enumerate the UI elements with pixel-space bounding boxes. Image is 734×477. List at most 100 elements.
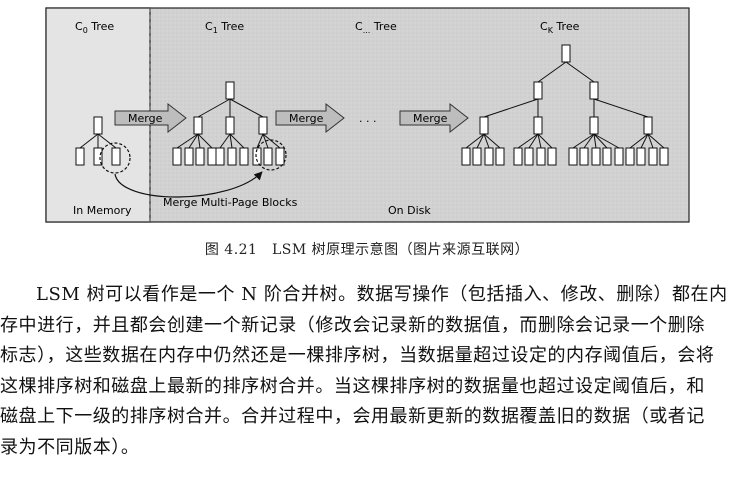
tree-leaf: [472, 147, 482, 166]
tree-leaf: [513, 147, 523, 166]
tree-leaf: [495, 147, 505, 166]
tree-edge: [197, 98, 231, 118]
tree-node: [225, 116, 235, 135]
tree-leaf: [536, 147, 546, 166]
svg-text:Merge: Merge: [413, 112, 448, 125]
merge-arrow-1: Merge: [114, 102, 187, 134]
c0-selected-blocks-circle: [99, 142, 131, 174]
tree-leaf: [591, 147, 601, 166]
tree-leaf: [93, 147, 103, 166]
tree-edge: [79, 133, 99, 149]
tree-leaf: [524, 147, 534, 166]
tree-edge: [229, 133, 233, 149]
tree-edge: [483, 133, 501, 149]
tree-leaf: [602, 147, 612, 166]
tree-leaf: [636, 147, 646, 166]
tree-edge: [572, 133, 595, 149]
tree-leaf: [275, 147, 285, 166]
tree-edge: [197, 133, 201, 149]
tree-leaf: [75, 147, 85, 166]
tree-node: [589, 116, 599, 135]
tree-leaf: [625, 147, 635, 166]
tree-leaf: [215, 147, 225, 166]
in-memory-label: In Memory: [73, 204, 132, 217]
tree-edge: [629, 133, 649, 149]
tree-node: [93, 116, 103, 135]
tree-leaf: [461, 147, 471, 166]
cdots-tree-label: C... Tree: [355, 20, 397, 35]
tree-leaf: [547, 147, 557, 166]
tree-node: [533, 116, 543, 135]
paragraph-line: LSM 树可以看作是一个 N 阶合并树。数据写操作（包括插入、修改、删除）都在内: [36, 284, 728, 305]
tree-edge: [537, 133, 553, 149]
tree-edge: [647, 133, 665, 149]
merge-arrow-3: Merge: [399, 102, 469, 134]
c0-tree-label: C0 Tree: [75, 20, 114, 35]
tree-edge: [593, 133, 608, 149]
tree-edge: [262, 133, 281, 149]
tree-edge: [229, 133, 245, 149]
tree-edge: [537, 133, 542, 149]
tree-edge: [593, 98, 649, 118]
c1-tree-label: C1 Tree: [205, 20, 244, 35]
tree-leaf: [263, 147, 273, 166]
c1-selected-blocks-circle: [255, 139, 287, 171]
svg-text:Merge: Merge: [289, 112, 324, 125]
tree-edge: [176, 133, 199, 149]
body-paragraph: LSM 树可以看作是一个 N 阶合并树。数据写操作（包括插入、修改、删除）都在内…: [0, 280, 734, 463]
tree-leaf: [252, 147, 262, 166]
ck-tree-label: CK Tree: [540, 20, 580, 35]
tree-edge: [647, 133, 654, 149]
tree-edge: [476, 133, 485, 149]
tree-node: [589, 81, 599, 100]
tree-edge: [593, 133, 597, 149]
tree-leaf: [484, 147, 494, 166]
tree-edge: [97, 133, 117, 149]
paragraph-line: 这棵排序树和磁盘上最新的排序树合并。当这棵排序树的数据量也超过设定阈值后，和: [0, 375, 705, 397]
merge-blocks-label: Merge Multi-Page Blocks: [163, 196, 298, 209]
tree-edge: [593, 133, 620, 149]
tree-edge: [483, 133, 490, 149]
tree-node: [258, 116, 268, 135]
tree-edge: [188, 133, 199, 149]
tree-edge: [517, 133, 539, 149]
tree-leaf: [239, 147, 249, 166]
tree-edge: [229, 98, 264, 118]
tree-edge: [528, 133, 539, 149]
tree-node: [533, 81, 543, 100]
tree-edge: [565, 61, 595, 83]
paragraph-line: 录为不同版本）。: [0, 436, 140, 458]
tree-node: [561, 44, 571, 63]
tree-leaf: [227, 147, 237, 166]
tree-leaf: [184, 147, 194, 166]
tree-leaf: [111, 147, 121, 166]
tree-edge: [262, 133, 269, 149]
tree-edge: [583, 133, 595, 149]
tree-edge: [219, 133, 231, 149]
on-disk-label: On Disk: [388, 204, 431, 217]
paragraph-line: 存中进行，并且都会创建一个新记录（修改会记录新的数据值，而删除会记录一个删除: [0, 314, 705, 336]
tree-edge: [640, 133, 649, 149]
merge-blocks-curve-arrow: [114, 171, 263, 198]
paragraph-line: 磁盘上下一级的排序树合并。合并过程中，会用最新更新的数据覆盖旧的数据（或者记: [0, 406, 705, 427]
tree-leaf: [207, 147, 217, 166]
tree-node: [193, 116, 203, 135]
paragraph-line: 标志），这些数据在内存中仍然还是一棵排序树，当数据量超过设定的内存阈值后，会将: [0, 345, 715, 366]
tree-node: [643, 116, 653, 135]
tree-nodes: [75, 44, 669, 166]
tree-node: [225, 81, 235, 100]
tree-edge: [197, 133, 213, 149]
tree-edge: [537, 61, 567, 83]
tree-leaf: [659, 147, 669, 166]
tree-leaf: [172, 147, 182, 166]
tree-leaf: [195, 147, 205, 166]
tree-edge: [256, 133, 264, 149]
merge-arrow-2: Merge: [275, 102, 345, 134]
figure-caption: 图 4.21 LSM 树原理示意图（图片来源互联网）: [204, 242, 530, 258]
tree-edge: [465, 133, 485, 149]
tree-ellipsis: . . .: [359, 112, 376, 125]
tree-leaf: [614, 147, 624, 166]
tree-leaf: [579, 147, 589, 166]
svg-text:Merge: Merge: [128, 112, 163, 125]
tree-edge: [483, 98, 539, 118]
